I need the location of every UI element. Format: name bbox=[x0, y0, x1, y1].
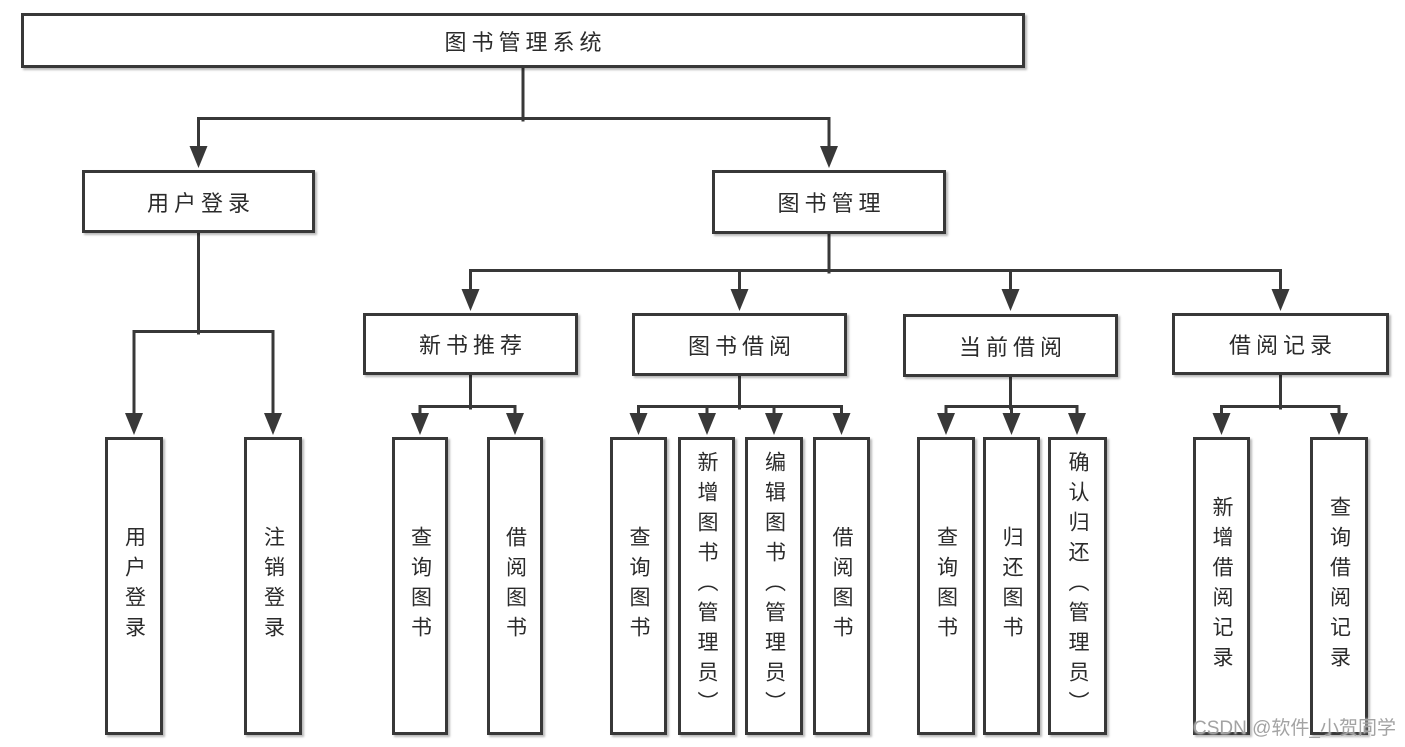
leaf-query-books-recommend: 查询图书 bbox=[392, 437, 448, 735]
node-label: 确认归还（管理员） bbox=[1066, 451, 1089, 721]
node-label: 新书推荐 bbox=[418, 333, 527, 358]
leaf-add-books-admin: 新增图书（管理员） bbox=[678, 437, 735, 735]
node-label: 用户登录 bbox=[146, 190, 255, 216]
leaf-edit-books-admin: 编辑图书（管理员） bbox=[745, 437, 803, 735]
node-label: 借阅图书 bbox=[503, 526, 527, 646]
watermark-text: CSDN @软件_小贺同学 bbox=[1193, 718, 1396, 739]
leaf-query-books-borrow: 查询图书 bbox=[610, 437, 667, 735]
node-label: 编辑图书（管理员） bbox=[762, 451, 786, 721]
node-book-management: 图书管理 bbox=[712, 170, 946, 234]
node-user-login: 用户登录 bbox=[82, 170, 315, 233]
node-label: 注销登录 bbox=[261, 526, 285, 646]
leaf-user-login: 用户登录 bbox=[105, 437, 163, 735]
leaf-add-borrow-record: 新增借阅记录 bbox=[1193, 437, 1250, 735]
node-label: 用户登录 bbox=[122, 526, 146, 646]
node-label: 查询图书 bbox=[934, 526, 958, 646]
node-borrow-records: 借阅记录 bbox=[1172, 313, 1389, 375]
node-label: 图书借阅 bbox=[687, 333, 796, 359]
node-current-borrow: 当前借阅 bbox=[903, 314, 1118, 377]
node-label: 归还图书 bbox=[1000, 526, 1023, 646]
node-label: 查询图书 bbox=[408, 526, 432, 646]
leaf-confirm-return-admin: 确认归还（管理员） bbox=[1048, 437, 1107, 735]
leaf-logout: 注销登录 bbox=[244, 437, 302, 735]
node-label: 查询图书 bbox=[627, 526, 650, 646]
leaf-borrow-books: 借阅图书 bbox=[813, 437, 870, 735]
node-new-book-recommend: 新书推荐 bbox=[363, 313, 578, 375]
node-library-system: 图书管理系统 bbox=[21, 13, 1025, 68]
node-label: 图书管理系统 bbox=[444, 29, 607, 55]
node-label: 新增借阅记录 bbox=[1210, 496, 1233, 676]
node-label: 新增图书（管理员） bbox=[695, 451, 718, 721]
leaf-query-borrow-record: 查询借阅记录 bbox=[1310, 437, 1368, 735]
node-label: 查询借阅记录 bbox=[1327, 496, 1351, 676]
node-label: 图书管理 bbox=[777, 191, 886, 216]
leaf-query-books-current: 查询图书 bbox=[917, 437, 975, 735]
node-book-borrow: 图书借阅 bbox=[632, 313, 847, 376]
node-label: 借阅记录 bbox=[1228, 333, 1337, 358]
leaf-borrow-books-recommend: 借阅图书 bbox=[487, 437, 543, 735]
node-label: 当前借阅 bbox=[958, 334, 1067, 360]
leaf-return-books: 归还图书 bbox=[983, 437, 1040, 735]
node-label: 借阅图书 bbox=[830, 526, 853, 646]
